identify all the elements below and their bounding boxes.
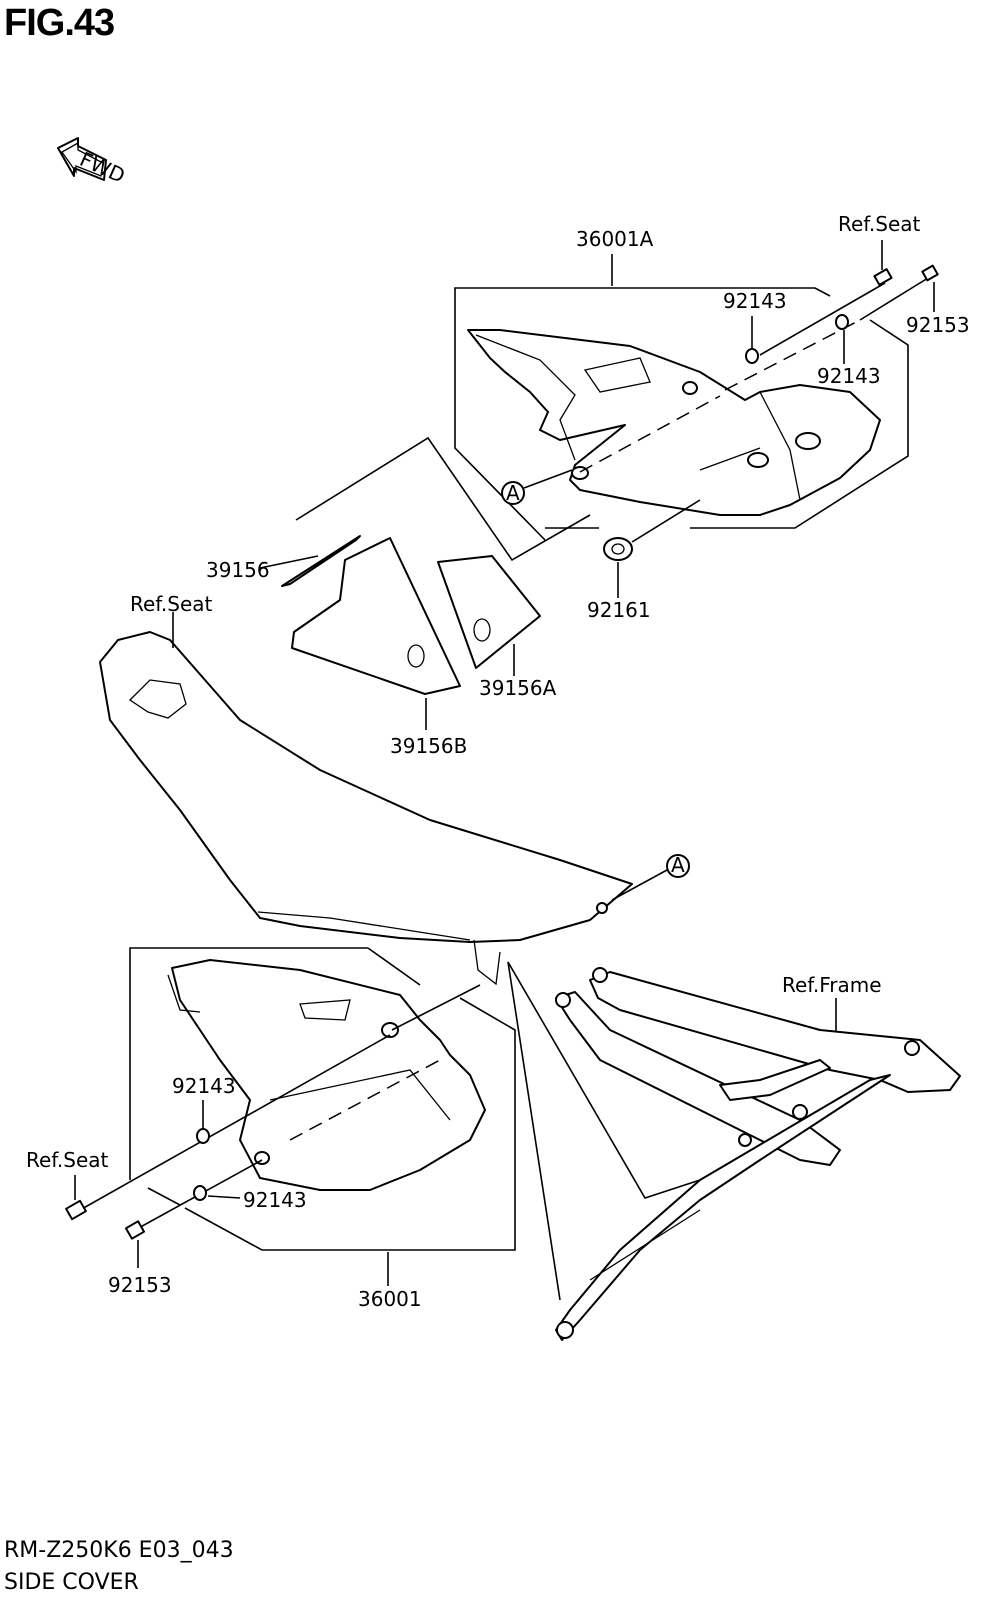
fwd-label: FWD (76, 147, 128, 188)
label-ref-seat-top: Ref.Seat (838, 212, 921, 236)
label-39156: 39156 (206, 558, 270, 582)
label-39156B: 39156B (390, 734, 467, 758)
label-92143-a: 92143 (723, 289, 787, 313)
label-92143-c: 92143 (172, 1074, 236, 1098)
label-92153-b: 92153 (108, 1273, 172, 1297)
label-92143-b: 92143 (817, 364, 881, 388)
plates-illustration (259, 535, 541, 730)
label-39156A: 39156A (479, 676, 557, 700)
label-ref-seat-mid: Ref.Seat (130, 592, 213, 616)
label-36001A: 36001A (576, 227, 654, 251)
label-ref-a-seat: A (671, 853, 685, 877)
label-92161: 92161 (587, 598, 651, 622)
part-labels: 36001A Ref.Seat 92143 92153 92143 A 3915… (26, 212, 970, 1311)
figure-title: FIG.43 (4, 2, 115, 44)
label-ref-frame: Ref.Frame (782, 973, 882, 997)
label-92143-d: 92143 (243, 1188, 307, 1212)
model-code: RM-Z250K6 E03_043 (4, 1538, 234, 1563)
label-92153-a: 92153 (906, 313, 970, 337)
fwd-arrow-icon: FWD (57, 137, 129, 188)
frame-illustration (507, 961, 961, 1341)
side-cover-left-illustration (65, 947, 516, 1286)
side-cover-right-illustration (295, 264, 939, 562)
label-ref-a-top: A (506, 481, 520, 505)
seat-illustration (99, 612, 690, 986)
section-name: SIDE COVER (4, 1570, 139, 1595)
label-ref-seat-left: Ref.Seat (26, 1148, 109, 1172)
label-36001: 36001 (358, 1287, 422, 1311)
